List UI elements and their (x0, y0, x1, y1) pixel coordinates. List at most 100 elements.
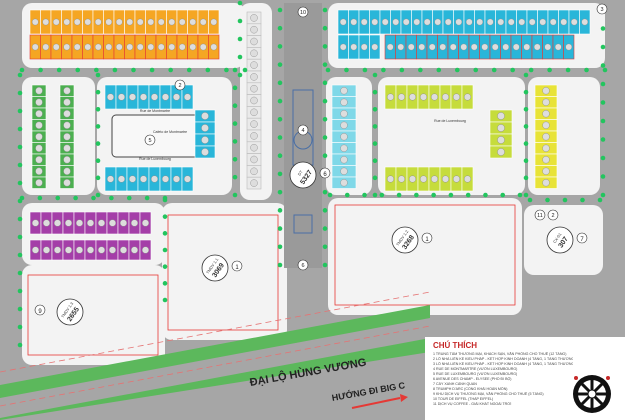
street-tree (237, 0, 243, 6)
street-tree (237, 36, 243, 42)
street-tree (372, 175, 378, 181)
tree-icon (106, 175, 114, 183)
street-tree (94, 67, 99, 73)
street-tree (17, 234, 23, 240)
tree-icon (86, 246, 94, 254)
lane-line (0, 291, 431, 373)
legend-item: 2 LÔ NHÀ LIÊN KẾ KIỂU PHÁP - KẾT HỢP KIN… (433, 357, 573, 361)
street-tree (517, 192, 523, 198)
arc-plaza (293, 214, 313, 234)
legend-title: CHÚ THÍCH (433, 341, 477, 350)
house-lots (27, 9, 591, 356)
tree-icon (542, 156, 550, 164)
street-tree (322, 189, 328, 195)
marker-number: 2 (178, 83, 181, 89)
tree-icon (117, 93, 125, 101)
tree-icon (161, 175, 169, 183)
tree-icon (168, 43, 176, 51)
street-tree (232, 174, 238, 180)
marker-circle (174, 79, 186, 91)
street-tree (523, 124, 529, 129)
street-tree (17, 288, 23, 294)
street-tree (162, 281, 168, 286)
direction-arrow (351, 397, 401, 409)
street-tree (277, 189, 283, 195)
street-tree (95, 89, 101, 95)
street-tree (277, 208, 283, 213)
street-tree (600, 192, 606, 198)
tree-icon (565, 43, 573, 51)
marker-circle (144, 134, 156, 146)
tree-icon (340, 110, 348, 118)
street-tree (322, 98, 328, 104)
compass-rose-icon (573, 375, 611, 413)
tree-icon (340, 121, 348, 129)
street-tree (547, 67, 552, 73)
tree-icon (542, 167, 550, 175)
marker-circle (596, 3, 608, 15)
street-tree (322, 244, 328, 250)
street-tree (237, 54, 243, 60)
street-tree (414, 192, 419, 198)
tree-icon (201, 136, 209, 144)
tree-icon (428, 43, 436, 51)
street-label: Cafeto de Montmartre (153, 130, 187, 134)
tree-icon (108, 246, 116, 254)
street-tree (372, 89, 378, 95)
street-label: Rue de Montmartre (140, 109, 170, 113)
tree-icon (339, 43, 347, 51)
legend-item: 10 TOUR DE EIFFEL (THÁP EIFFEL) (433, 397, 494, 401)
tree-icon (84, 18, 92, 26)
tree-icon (35, 144, 43, 152)
tree-icon (97, 219, 105, 227)
street-tree (95, 72, 101, 78)
tree-icon (157, 43, 165, 51)
green-strip (0, 338, 430, 420)
tree-icon (340, 179, 348, 187)
tree-icon (201, 112, 209, 120)
marker-circle (297, 259, 309, 271)
tree-icon (106, 93, 114, 101)
street-tree (454, 67, 460, 73)
street-tree (126, 195, 132, 201)
street-tree (73, 195, 78, 201)
street-tree (277, 25, 283, 31)
tree-icon (31, 43, 39, 51)
street-tree (277, 262, 283, 268)
tree-icon (147, 43, 155, 51)
street-tree (344, 192, 350, 198)
street-tree (396, 192, 402, 198)
tree-icon (491, 43, 499, 51)
tree-icon (497, 124, 505, 132)
legend-item: 7 CÂY XANH CẢNH QUAN (433, 382, 477, 386)
street-tree (322, 208, 328, 213)
street-tree (162, 247, 168, 253)
tree-icon (250, 49, 258, 58)
street-tree (322, 226, 328, 231)
street-tree (418, 67, 423, 73)
street-tree (327, 192, 333, 198)
tree-icon (108, 219, 116, 227)
tree-icon (340, 98, 348, 106)
street-tree (232, 103, 238, 109)
tree-icon (201, 124, 209, 132)
street-tree (465, 192, 471, 198)
tree-icon (64, 219, 72, 227)
street-tree (322, 262, 328, 268)
tree-icon (141, 246, 149, 254)
marker-number: 10 (300, 10, 306, 16)
tree-icon (189, 43, 197, 51)
tree-icon (63, 43, 71, 51)
tree-icon (178, 18, 186, 26)
tree-icon (453, 175, 461, 183)
street-tree (75, 67, 81, 73)
tree-icon (130, 246, 138, 254)
street-tree (277, 244, 283, 250)
tree-icon (453, 93, 461, 101)
street-tree (56, 67, 62, 73)
street-tree (168, 67, 173, 73)
street-tree (232, 192, 238, 198)
street-tree (17, 72, 23, 78)
tree-icon (418, 43, 426, 51)
street-tree (372, 192, 378, 198)
